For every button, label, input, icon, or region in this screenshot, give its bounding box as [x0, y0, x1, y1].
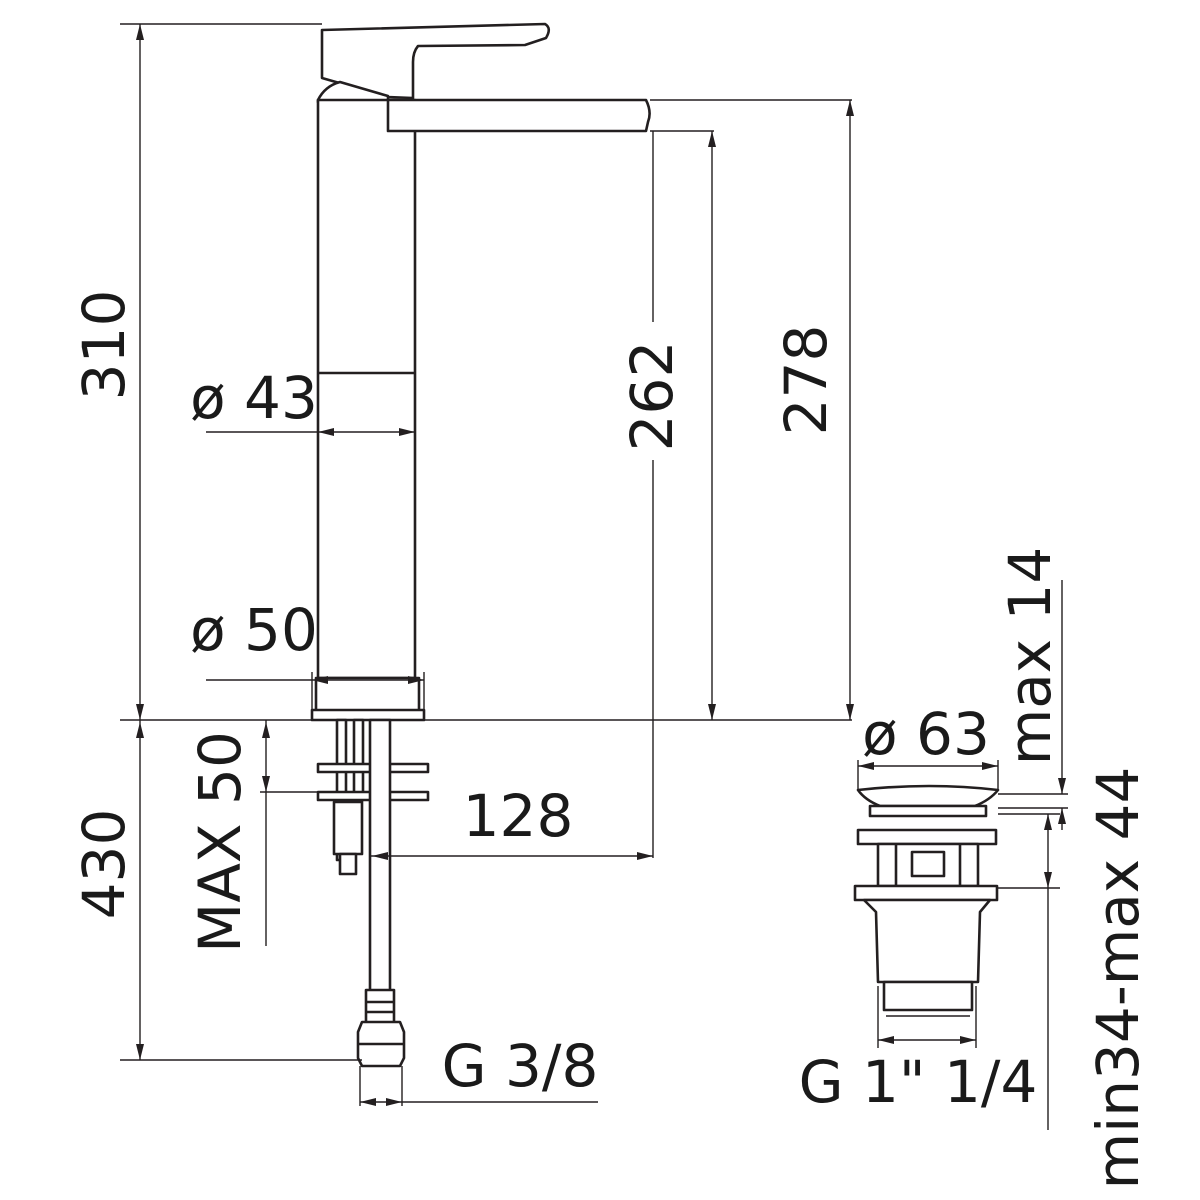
faucet-spout [386, 98, 651, 133]
mounting-stud-tip [338, 852, 358, 876]
supply-hose [368, 718, 392, 1002]
deck-flange [310, 708, 426, 722]
label-spout-reach: 128 [463, 782, 574, 850]
waste-cap [856, 784, 1000, 808]
mounting-rod-right [352, 718, 365, 802]
label-body-diameter: ø 43 [190, 364, 318, 432]
label-spout-height-inner: 262 [618, 341, 686, 452]
waste-tail [882, 980, 974, 1012]
faucet-drawing [310, 22, 651, 1068]
waste-seal-plate [856, 828, 998, 846]
label-spout-height-outer: 278 [772, 325, 840, 436]
label-hose-length: 430 [70, 809, 138, 920]
label-max-deck-thickness: MAX 50 [186, 731, 254, 953]
waste-body [862, 898, 992, 984]
waste-dimension-lines [857, 580, 1068, 1130]
mounting-stud [332, 800, 364, 856]
hose-fitting-collar [364, 988, 396, 1026]
faucet-dimension-lines [120, 23, 854, 1106]
label-waste-max-offset: max 14 [996, 547, 1064, 766]
label-waste-diameter: ø 63 [862, 700, 990, 768]
dimension-labels: 310 430 ø 43 ø 50 MAX 50 262 278 128 G 3… [70, 290, 1152, 1190]
label-waste-clamp-range: min34-max 44 [1084, 767, 1152, 1190]
label-base-diameter: ø 50 [190, 596, 318, 664]
label-waste-thread: G 1" 1/4 [799, 1048, 1038, 1116]
waste-cage-window [910, 850, 946, 878]
waste-flange [868, 804, 988, 818]
label-inlet-thread: G 3/8 [442, 1032, 599, 1100]
faucet-body [316, 98, 417, 680]
label-total-height: 310 [70, 290, 138, 401]
faucet-lever-handle [320, 22, 551, 100]
faucet-base [314, 676, 421, 716]
pop-up-waste-drawing [853, 784, 1000, 1012]
waste-lock-nut [853, 884, 999, 902]
